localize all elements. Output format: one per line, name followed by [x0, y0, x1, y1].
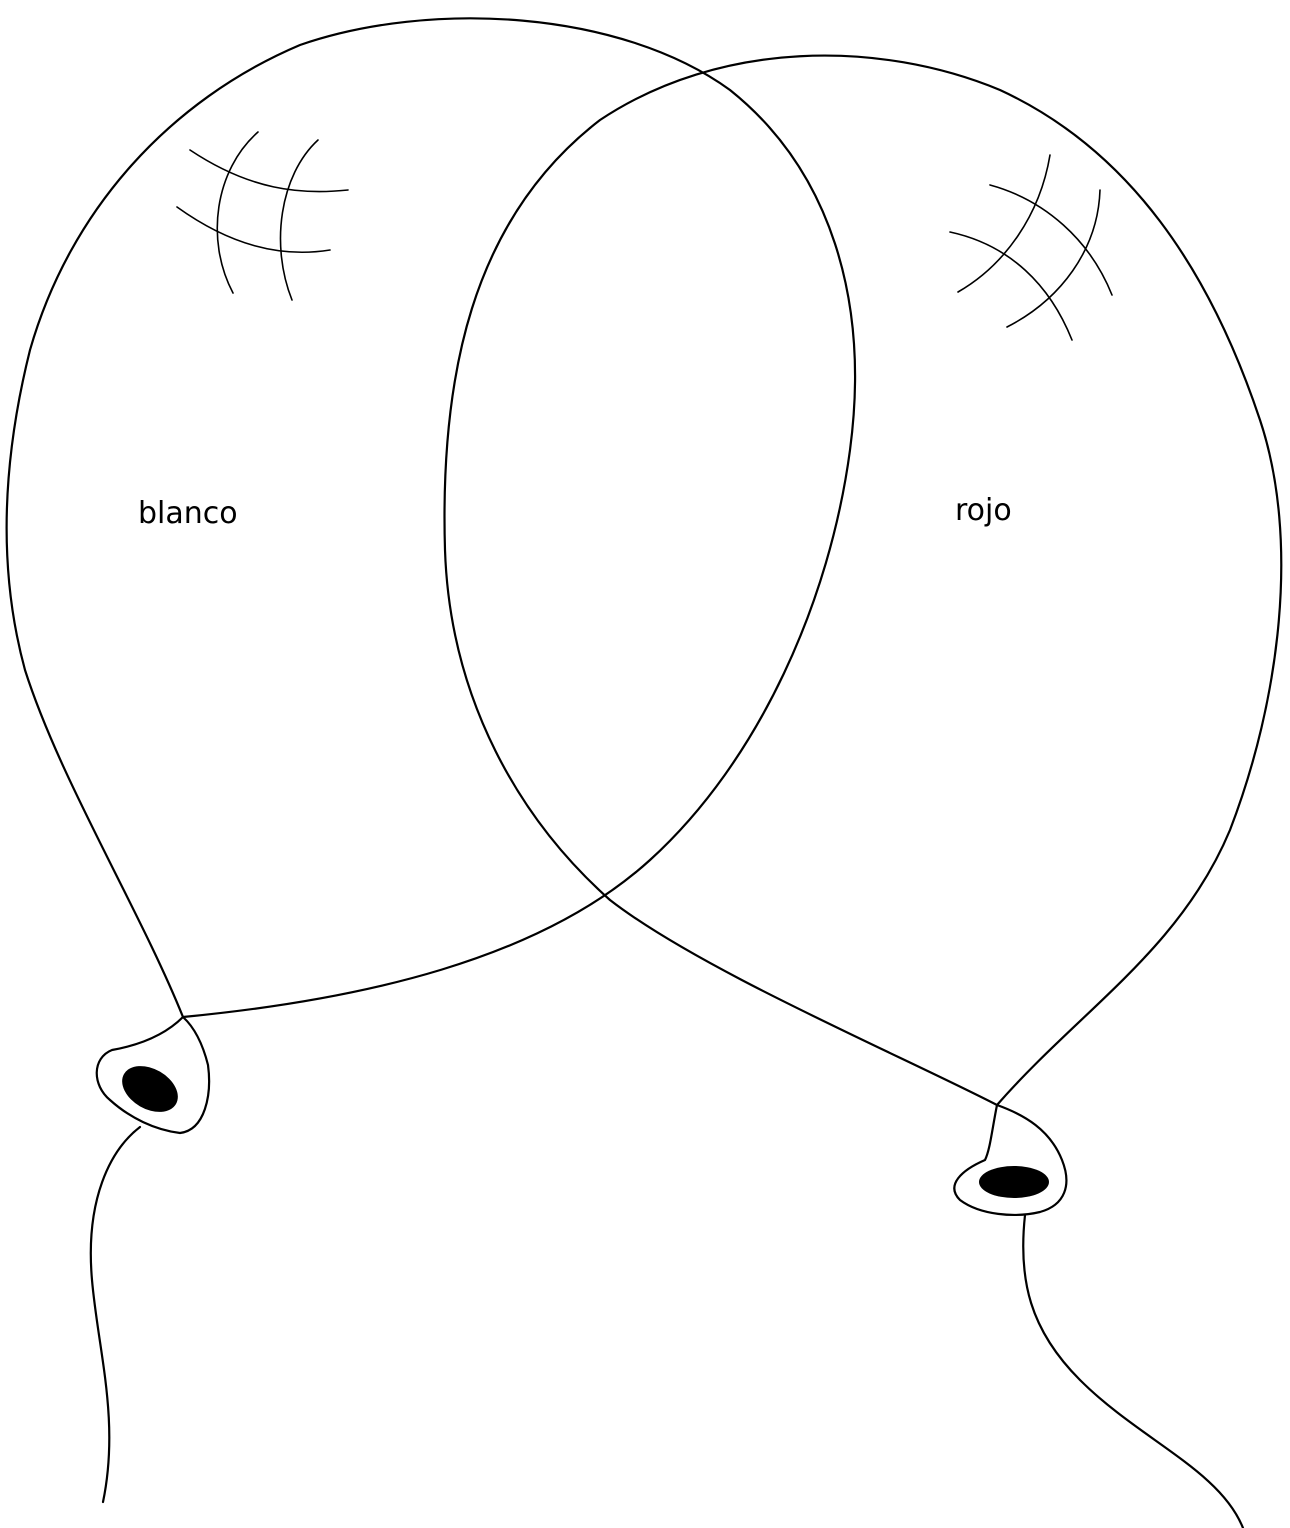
right-knot-hole	[979, 1166, 1049, 1198]
right-balloon-outline	[444, 56, 1281, 1105]
left-shine-mark	[280, 140, 318, 300]
right-balloon	[444, 56, 1281, 1528]
left-shine-mark	[217, 132, 258, 293]
right-shine-mark	[958, 155, 1050, 292]
left-shine-mark	[177, 207, 330, 252]
left-set-label: blanco	[138, 496, 238, 531]
right-shine-mark	[1007, 190, 1100, 327]
right-shine-mark	[990, 185, 1112, 295]
right-balloon-string	[1023, 1215, 1243, 1528]
left-balloon-outline	[6, 18, 855, 1017]
left-balloon-string	[91, 1127, 140, 1502]
right-set-label: rojo	[955, 493, 1012, 528]
right-balloon-knot	[954, 1105, 1066, 1215]
left-balloon	[6, 18, 855, 1502]
left-shine-mark	[190, 150, 348, 192]
